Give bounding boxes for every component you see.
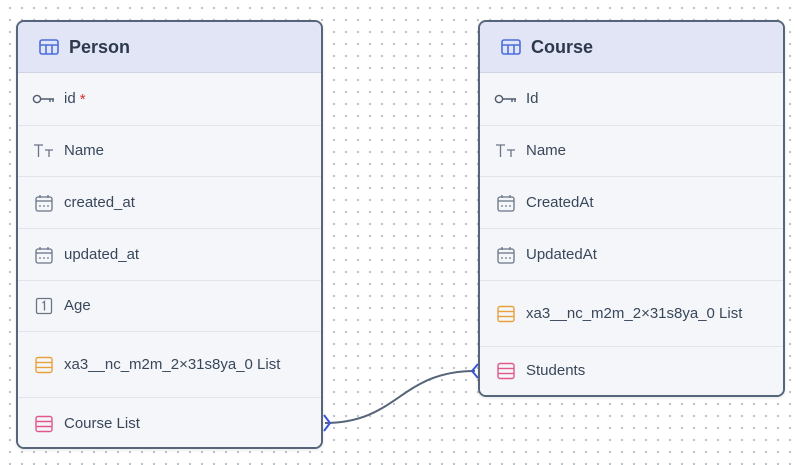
table-header-person[interactable]: Person (18, 22, 321, 73)
field-row-name[interactable]: Name (480, 126, 783, 177)
field-label: id (64, 90, 76, 107)
field-row-id[interactable]: Id (480, 73, 783, 126)
field-label: Course List (64, 414, 140, 432)
field-row-name[interactable]: Name (18, 126, 321, 177)
field-row-age[interactable]: Age (18, 281, 321, 332)
list-icon (494, 304, 518, 324)
table-card-person[interactable]: Person id * Name created_at updated_at A… (16, 20, 323, 449)
field-label: UpdatedAt (526, 245, 597, 263)
table-title: Person (69, 36, 131, 57)
required-mark: * (79, 90, 86, 108)
number-icon (32, 296, 56, 316)
field-row-m2m-list[interactable]: xa3__nc_m2m_2×31s8ya_0 List (480, 281, 783, 347)
field-label: CreatedAt (526, 193, 594, 211)
text-type-icon (494, 141, 518, 161)
crowfoot-person-end (323, 414, 332, 432)
calendar-icon (494, 193, 518, 213)
field-label: Id (526, 90, 539, 107)
key-icon (32, 89, 56, 109)
field-label: xa3__nc_m2m_2×31s8ya_0 List (64, 355, 281, 373)
relation-line (324, 370, 476, 424)
field-row-created-at[interactable]: CreatedAt (480, 177, 783, 229)
table-title: Course (531, 36, 594, 57)
table-header-course[interactable]: Course (480, 22, 783, 73)
field-label: Name (526, 142, 567, 159)
field-label: xa3__nc_m2m_2×31s8ya_0 List (526, 304, 743, 322)
key-icon (494, 89, 518, 109)
field-row-updated-at[interactable]: updated_at (18, 229, 321, 281)
text-type-icon (32, 141, 56, 161)
field-label: updated_at (64, 245, 140, 263)
field-label: Age (64, 297, 91, 314)
field-row-students[interactable]: Students (480, 347, 783, 395)
relation-list-icon (494, 361, 518, 381)
calendar-icon (32, 245, 56, 265)
field-row-id[interactable]: id * (18, 73, 321, 126)
field-label: created_at (64, 193, 135, 211)
table-icon (499, 37, 523, 57)
field-row-m2m-list[interactable]: xa3__nc_m2m_2×31s8ya_0 List (18, 332, 321, 398)
field-label: Name (64, 142, 105, 159)
calendar-icon (494, 245, 518, 265)
relation-list-icon (32, 414, 56, 434)
field-row-updated-at[interactable]: UpdatedAt (480, 229, 783, 281)
table-card-course[interactable]: Course Id Name CreatedAt UpdatedAt xa3__… (478, 20, 785, 397)
field-label: Students (526, 362, 586, 379)
field-row-course-list[interactable]: Course List (18, 398, 321, 447)
list-icon (32, 355, 56, 375)
calendar-icon (32, 193, 56, 213)
table-icon (37, 37, 61, 57)
field-row-created-at[interactable]: created_at (18, 177, 321, 229)
